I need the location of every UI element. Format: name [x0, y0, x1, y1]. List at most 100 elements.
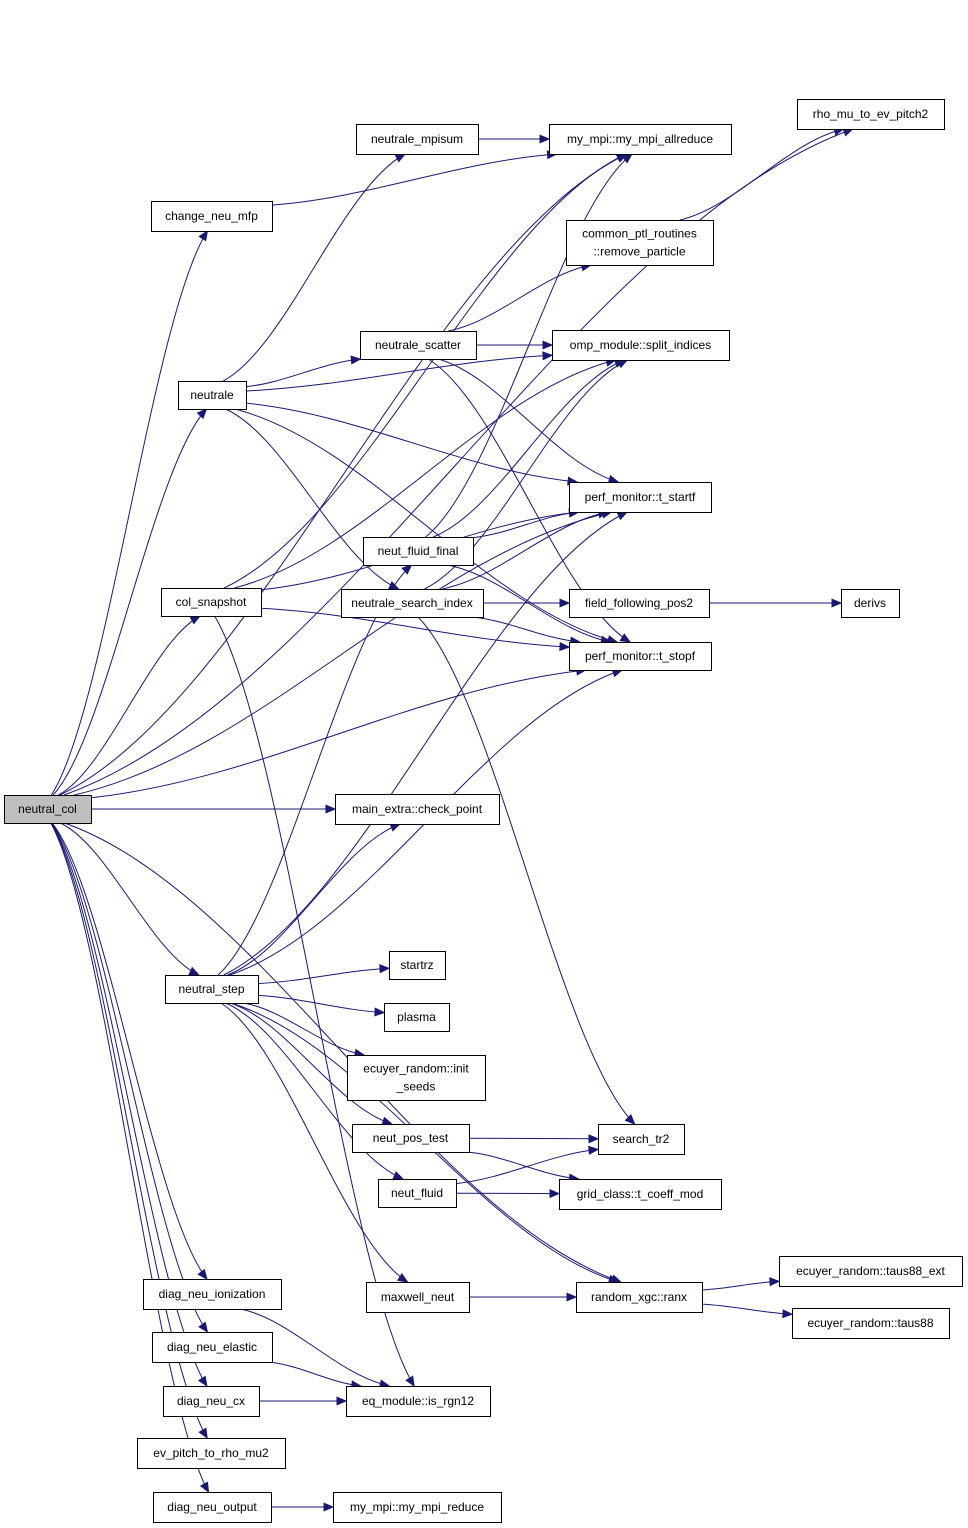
node-box — [366, 1282, 470, 1313]
node-label: perf_monitor::t_stopf — [585, 649, 696, 663]
edge-neutral_step-to-plasma — [257, 994, 385, 1014]
node-label: ecuyer_random::init — [363, 1062, 469, 1076]
node-box — [341, 589, 484, 618]
node-label: neutral_col — [18, 802, 77, 816]
node-box — [165, 975, 259, 1004]
arrowhead-search_tr2 — [588, 1145, 600, 1155]
node-label: neutral_step — [178, 982, 244, 996]
node-t_coeff_mod[interactable]: grid_class::t_coeff_mod — [559, 1179, 722, 1210]
edge-neutral_step-to-startrz — [257, 967, 390, 985]
arrowhead-diag_neu_ionization — [197, 1268, 208, 1281]
node-taus88_ext[interactable]: ecuyer_random::taus88_ext — [779, 1256, 963, 1287]
node-search_tr2[interactable]: search_tr2 — [598, 1124, 685, 1155]
node-my_mpi_reduce[interactable]: my_mpi::my_mpi_reduce — [333, 1492, 502, 1523]
arrowhead-is_rgn12 — [336, 1396, 348, 1406]
arrowhead-diag_neu_elastic — [198, 1321, 209, 1334]
node-is_rgn12[interactable]: eq_module::is_rgn12 — [346, 1386, 491, 1417]
node-box — [598, 1124, 685, 1155]
edge-neut_fluid_final-to-t_startf — [472, 511, 579, 539]
node-box — [792, 1308, 950, 1339]
node-box — [356, 124, 479, 155]
node-check_point[interactable]: main_extra::check_point — [335, 794, 500, 825]
node-label: rho_mu_to_ev_pitch2 — [813, 107, 929, 121]
node-neutrale_mpisum[interactable]: neutrale_mpisum — [356, 124, 479, 155]
node-label: diag_neu_cx — [177, 1394, 245, 1408]
node-box — [4, 795, 92, 824]
node-neutrale_scatter[interactable]: neutrale_scatter — [360, 331, 477, 360]
edge-neutral_step-to-maxwell_neut — [220, 1002, 408, 1283]
node-ranx[interactable]: random_xgc::ranx — [576, 1282, 703, 1313]
edge-neutral_col-to-t_stopf — [90, 669, 586, 799]
arrowhead-derivs — [831, 598, 843, 608]
node-ev_pitch_to_rho_mu2[interactable]: ev_pitch_to_rho_mu2 — [137, 1438, 286, 1469]
arrowhead-t_stopf — [619, 633, 632, 643]
node-init_seeds[interactable]: ecuyer_random::init_seeds — [347, 1055, 486, 1101]
node-neutral_col[interactable]: neutral_col — [4, 795, 92, 824]
arrowhead-is_rgn12 — [405, 1375, 415, 1388]
arrowhead-col_snapshot — [189, 615, 202, 625]
arrowhead-check_point — [325, 804, 337, 814]
node-neut_pos_test[interactable]: neut_pos_test — [352, 1124, 470, 1153]
node-neutrale_search_index[interactable]: neutrale_search_index — [341, 589, 484, 618]
edge-col_snapshot-to-my_mpi_allreduce — [223, 153, 627, 589]
edge-neutral_col-to-t_startf — [73, 511, 612, 796]
node-label: my_mpi::my_mpi_allreduce — [567, 132, 713, 146]
arrowhead-plasma — [374, 1007, 386, 1017]
node-field_following_pos2[interactable]: field_following_pos2 — [569, 589, 710, 618]
node-label: field_following_pos2 — [585, 596, 693, 610]
node-maxwell_neut[interactable]: maxwell_neut — [366, 1282, 470, 1313]
node-label: neut_fluid_final — [378, 544, 459, 558]
node-box — [378, 1179, 457, 1208]
arrowhead-neutrale_mpisum — [394, 153, 407, 163]
node-label: perf_monitor::t_startf — [585, 490, 696, 504]
arrowhead-ranx — [566, 1292, 578, 1302]
edge-col_snapshot-to-split_indices — [234, 359, 616, 589]
node-taus88[interactable]: ecuyer_random::taus88 — [792, 1308, 950, 1339]
arrowhead-maxwell_neut — [396, 1272, 409, 1283]
edge-neutrale_scatter-to-remove_particle — [448, 264, 591, 332]
arrowhead-split_indices — [542, 340, 554, 350]
node-neut_fluid_final[interactable]: neut_fluid_final — [363, 537, 474, 566]
node-my_mpi_allreduce[interactable]: my_mpi::my_mpi_allreduce — [549, 124, 732, 155]
node-diag_neu_elastic[interactable]: diag_neu_elastic — [152, 1332, 273, 1363]
node-box — [333, 1492, 502, 1523]
edge-neutral_step-to-check_point — [227, 823, 401, 976]
node-diag_neu_ionization[interactable]: diag_neu_ionization — [143, 1279, 282, 1310]
node-rho_mu_to_ev_pitch2[interactable]: rho_mu_to_ev_pitch2 — [797, 99, 945, 130]
edge-neut_pos_test-to-t_coeff_mod — [467, 1151, 579, 1180]
node-t_startf[interactable]: perf_monitor::t_startf — [569, 482, 712, 513]
node-box — [549, 124, 732, 155]
arrowhead-startrz — [379, 964, 391, 974]
node-box — [153, 1492, 272, 1523]
edge-col_snapshot-to-t_stopf — [260, 607, 570, 648]
node-box — [178, 381, 247, 410]
node-plasma[interactable]: plasma — [384, 1003, 450, 1032]
node-neutral_step[interactable]: neutral_step — [165, 975, 259, 1004]
node-diag_neu_output[interactable]: diag_neu_output — [153, 1492, 272, 1523]
node-label: neutrale_scatter — [375, 338, 461, 352]
edge-neutrale_search_index-to-split_indices — [424, 359, 628, 590]
node-change_neu_mfp[interactable]: change_neu_mfp — [151, 201, 273, 232]
node-box — [576, 1282, 703, 1313]
node-split_indices[interactable]: omp_module::split_indices — [552, 330, 730, 361]
node-neutrale[interactable]: neutrale — [178, 381, 247, 410]
arrowhead-neutrale_search_index — [388, 581, 400, 590]
arrowhead-t_startf — [616, 511, 629, 521]
arrowhead-search_tr2 — [588, 1134, 600, 1144]
node-diag_neu_cx[interactable]: diag_neu_cx — [163, 1386, 260, 1417]
node-box — [161, 588, 262, 617]
node-box — [569, 589, 710, 618]
node-box — [566, 220, 714, 266]
node-startrz[interactable]: startrz — [389, 951, 446, 980]
node-remove_particle[interactable]: common_ptl_routines::remove_particle — [566, 220, 714, 266]
node-derivs[interactable]: derivs — [841, 589, 900, 618]
node-label: col_snapshot — [176, 595, 247, 609]
edge-neutrale_search_index-to-search_tr2 — [417, 616, 635, 1125]
edge-neutrale-to-neutrale_search_index — [225, 408, 399, 590]
node-col_snapshot[interactable]: col_snapshot — [161, 588, 262, 617]
node-t_stopf[interactable]: perf_monitor::t_stopf — [569, 642, 712, 671]
arrowhead-neut_fluid — [392, 1171, 405, 1180]
edge-neutrale_search_index-to-t_stopf — [472, 616, 580, 643]
node-neut_fluid[interactable]: neut_fluid — [378, 1179, 457, 1208]
node-label: omp_module::split_indices — [570, 338, 711, 352]
